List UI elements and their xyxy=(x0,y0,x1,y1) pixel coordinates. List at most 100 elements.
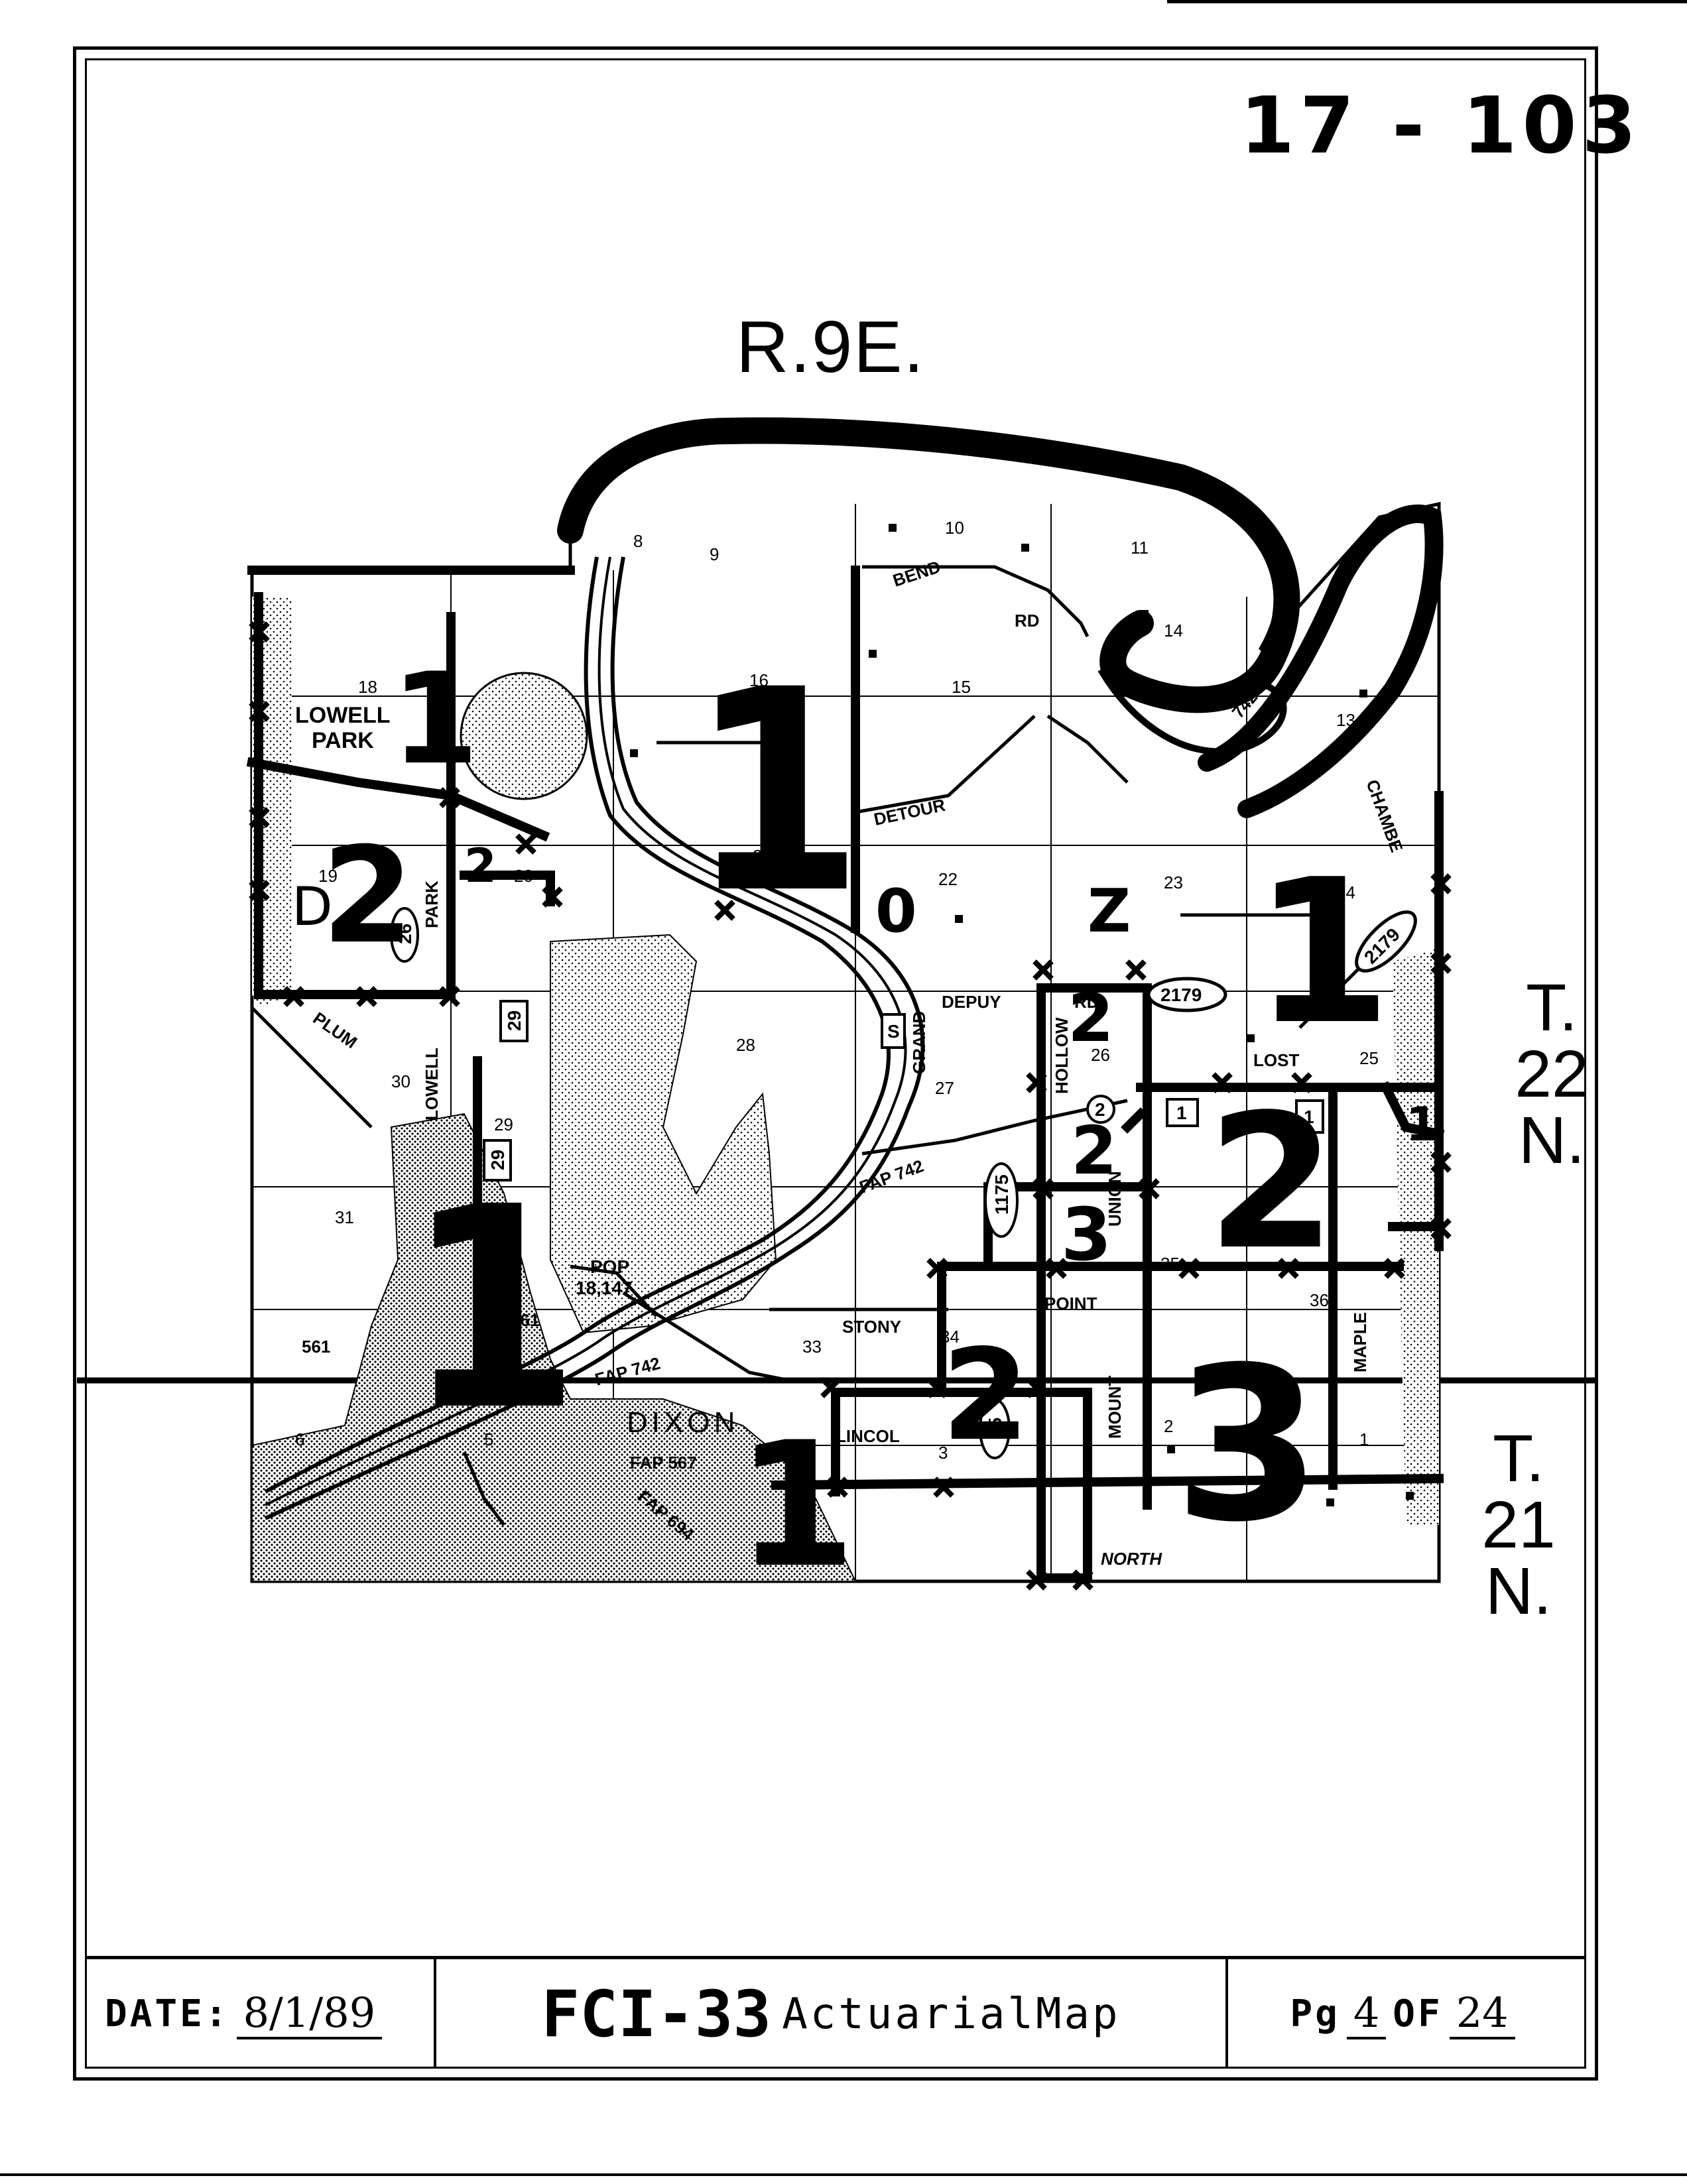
section-13: 13 xyxy=(1336,710,1355,730)
label-maple: MAPLE xyxy=(1350,1312,1370,1372)
label-561-a: 561 xyxy=(302,1337,330,1357)
tier-mark-1-dixon: 1 xyxy=(406,1148,580,1472)
footer-title-cell: FCI-33 ActuarialMap xyxy=(436,1959,1228,2069)
form-title: ActuarialMap xyxy=(782,1989,1121,2039)
shield-2179-a: 2179 xyxy=(1147,977,1227,1012)
page-of-label: OF xyxy=(1393,1992,1443,2035)
label-lowell: LOWELL xyxy=(422,1048,442,1121)
label-union: UNION xyxy=(1105,1171,1125,1227)
section-8: 8 xyxy=(633,531,643,551)
section-2: 2 xyxy=(1164,1416,1173,1436)
form-code: FCI-33 xyxy=(541,1976,772,2051)
scan-edge-line xyxy=(1167,0,1687,3)
tier-mark-1-lincoln: 1 xyxy=(736,1406,856,1606)
river-east-channel xyxy=(1097,668,1287,755)
section-25: 25 xyxy=(1359,1048,1379,1068)
label-plum: PLUM xyxy=(310,1008,361,1052)
tier-mark-d: D xyxy=(292,876,333,938)
label-bend: BEND xyxy=(891,556,943,590)
section-numbers: 8 9 10 11 14 13 16 15 18 21 22 23 24 19 … xyxy=(295,518,1379,1463)
river-east-lobe xyxy=(1198,505,1444,818)
svg-text:2: 2 xyxy=(1095,1099,1105,1120)
section-29: 29 xyxy=(494,1115,513,1134)
section-16: 16 xyxy=(749,670,769,690)
section-36: 36 xyxy=(1310,1290,1329,1310)
label-park: PARK xyxy=(422,880,442,928)
tier-mark-2-hollow: 2 xyxy=(1068,979,1114,1057)
label-mount: MOUNT xyxy=(1105,1376,1125,1439)
svg-text:1: 1 xyxy=(1176,1103,1187,1123)
section-35: 35 xyxy=(1160,1254,1180,1274)
svg-text:2179: 2179 xyxy=(1160,985,1202,1005)
label-grand: GRAND xyxy=(909,1011,929,1074)
label-pop: POP 18,147 xyxy=(576,1256,634,1298)
label-lost: LOST xyxy=(1253,1050,1299,1070)
date-value: 8/1/89 xyxy=(236,1988,383,2039)
tier-mark-2-small: 2 xyxy=(464,839,497,893)
section-11: 11 xyxy=(1131,538,1149,558)
tier-mark-2-union: 2 xyxy=(1071,1112,1117,1189)
river-channel-c xyxy=(264,556,925,1520)
tier-mark-2-large: 2 xyxy=(1207,1075,1336,1291)
east-edge-dots xyxy=(1393,948,1439,1525)
label-lowell-park: LOWELL PARK xyxy=(295,703,396,753)
shield-1-b: 1 xyxy=(1295,1099,1324,1134)
section-19: 19 xyxy=(318,866,338,886)
tier-mark-z: Z xyxy=(1088,877,1131,946)
svg-text:29: 29 xyxy=(504,1010,525,1031)
label-north: NORTH xyxy=(1101,1549,1162,1569)
river-channel-b xyxy=(265,556,907,1506)
section-31: 31 xyxy=(335,1207,354,1227)
boundary-x-marks xyxy=(249,621,1452,1591)
inner-frame xyxy=(85,58,1586,2069)
shield-1175: 1175 xyxy=(984,1162,1019,1238)
river-channel-a xyxy=(264,556,891,1494)
label-depuy: DEPUY xyxy=(942,992,1001,1012)
label-hollow: HOLLOW xyxy=(1052,1017,1072,1094)
section-21: 21 xyxy=(753,846,772,866)
tier-mark-3-union: 3 xyxy=(1061,1192,1112,1277)
tier-mark-2-west: 2 xyxy=(322,819,414,973)
township-north-number: 22 xyxy=(1515,1037,1589,1111)
label-fap-567: FAP 567 xyxy=(630,1453,697,1473)
section-6: 6 xyxy=(295,1429,304,1449)
svg-text:26: 26 xyxy=(395,924,415,944)
footer-bar: DATE: 8/1/89 FCI-33 ActuarialMap Pg 4 OF… xyxy=(85,1956,1586,2069)
section-9: 9 xyxy=(710,544,719,564)
label-rd-bend: RD xyxy=(1015,611,1040,631)
tier-marks: 1 1 1 2 2 1 2 2 3 2 3 2 1 1 0 Z D xyxy=(292,631,1438,1606)
label-stony: STONY xyxy=(842,1317,901,1337)
shield-1-a: 1 xyxy=(1166,1098,1199,1127)
section-18: 18 xyxy=(358,677,377,697)
city-dixon-area xyxy=(251,1113,857,1582)
tier-mark-3-large: 3 xyxy=(1174,1322,1322,1569)
section-3: 3 xyxy=(938,1443,948,1463)
tier-mark-1-east: 1 xyxy=(1253,837,1392,1068)
svg-text:15: 15 xyxy=(985,1418,1005,1438)
township-south-number: 21 xyxy=(1481,1488,1556,1562)
date-label: DATE: xyxy=(105,1992,230,2035)
section-30: 30 xyxy=(391,1071,410,1091)
section-24: 24 xyxy=(1336,882,1355,902)
township-north-n: N. xyxy=(1519,1103,1585,1178)
section-22: 22 xyxy=(938,869,958,889)
section-1: 1 xyxy=(1359,1429,1369,1449)
tier-mark-1-center: 1 xyxy=(690,631,864,955)
label-fap-742-b: FAP 742 xyxy=(857,1156,926,1197)
section-5: 5 xyxy=(484,1429,493,1449)
shield-s: S xyxy=(881,1013,906,1049)
township-north-label: T. 22 N. xyxy=(1505,975,1598,1174)
section-20: 20 xyxy=(514,866,533,886)
section-28: 28 xyxy=(736,1035,755,1055)
label-rd-depuy: RD xyxy=(1074,992,1099,1012)
river-north-bank xyxy=(557,417,1300,713)
label-detour: DETOUR xyxy=(872,795,947,829)
tier-mark-1-lowell: 1 xyxy=(391,646,479,792)
page-total: 24 xyxy=(1449,1988,1515,2039)
label-pop-line1: POP xyxy=(590,1256,629,1277)
shield-2-circle: 2 xyxy=(1086,1095,1115,1124)
shield-26: 26 xyxy=(390,907,419,963)
footer-date-cell: DATE: 8/1/89 xyxy=(85,1959,436,2069)
tier-mark-1-east-small: 1 xyxy=(1406,1097,1438,1152)
section-15: 15 xyxy=(952,677,971,697)
